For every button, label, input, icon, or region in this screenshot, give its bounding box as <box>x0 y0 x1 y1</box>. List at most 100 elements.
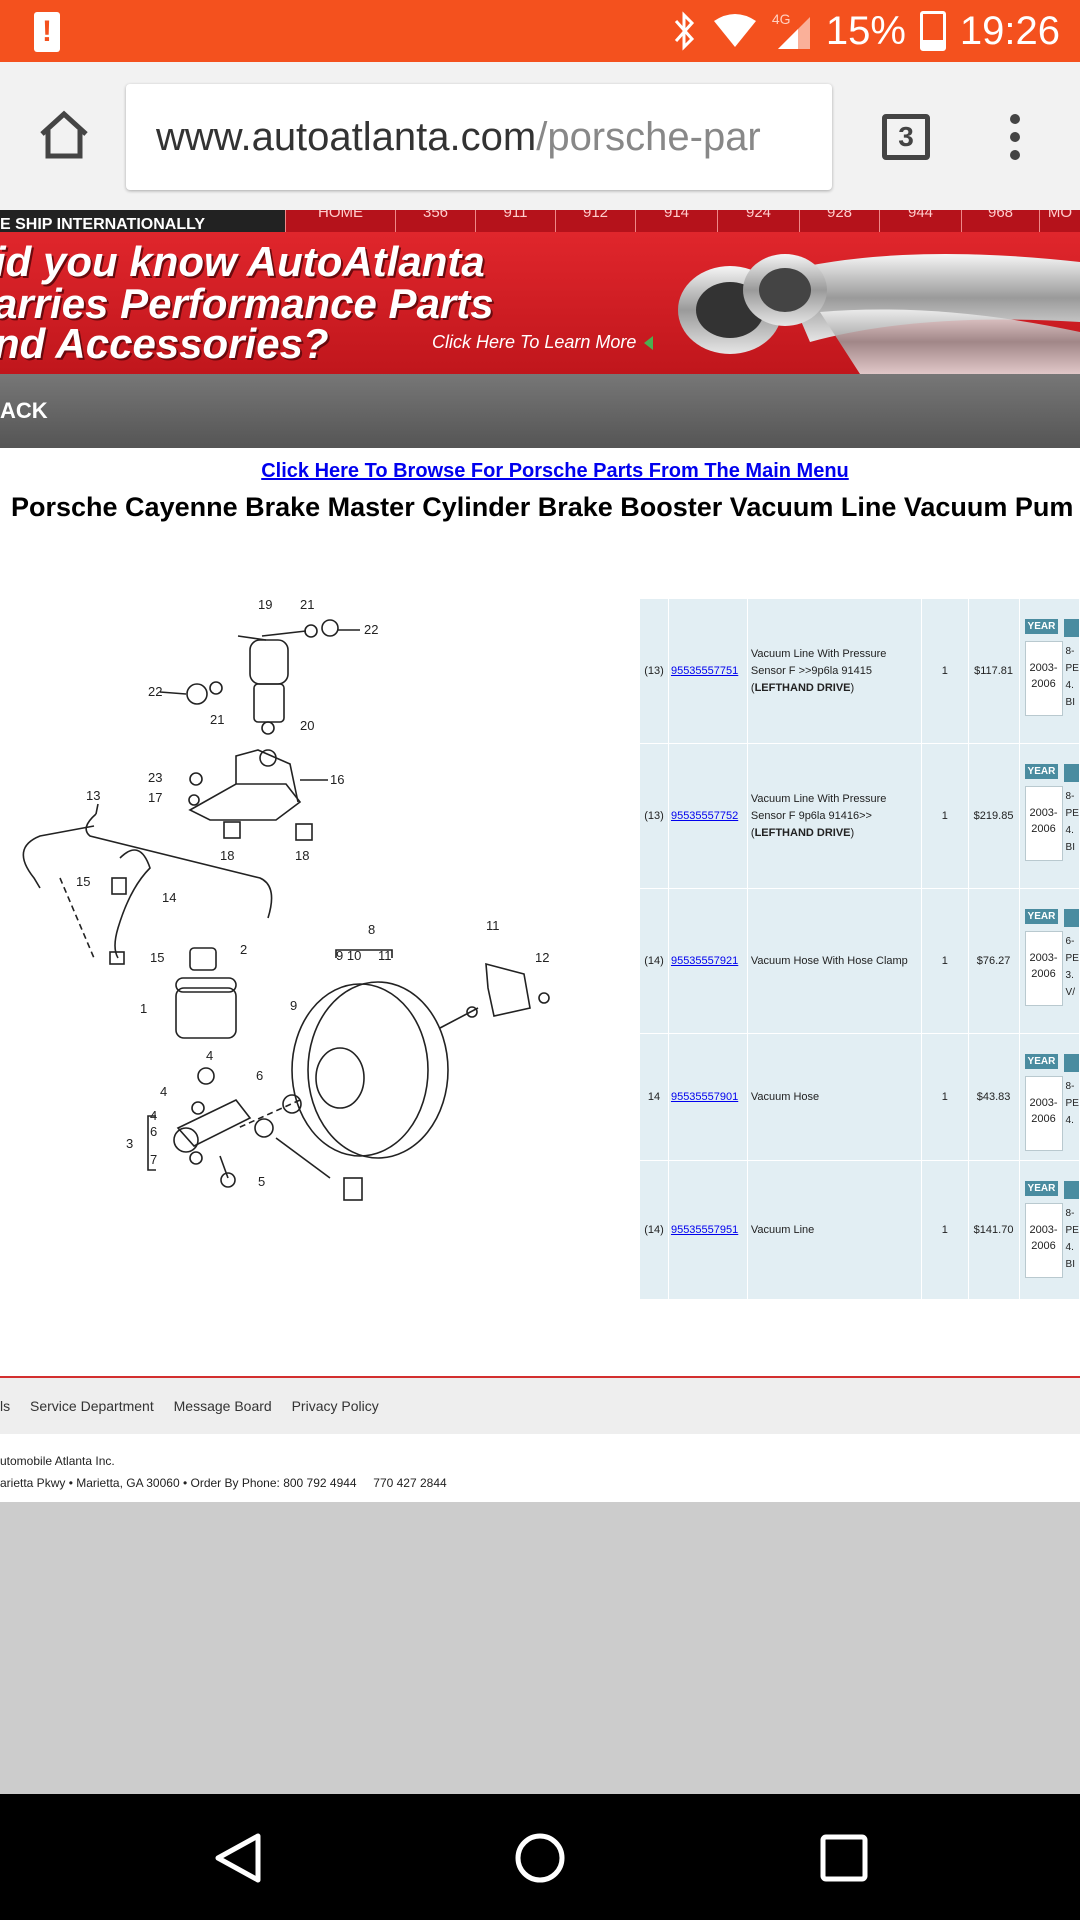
wifi-icon <box>713 14 756 47</box>
part-description: Vacuum Line <box>747 1161 921 1299</box>
model-desc-line: PE <box>1065 808 1079 819</box>
desc-header <box>1063 764 1079 782</box>
svg-text:9 10: 9 10 <box>336 948 361 963</box>
footer-link-privacy[interactable]: Privacy Policy <box>291 1398 379 1414</box>
price: $117.81 <box>968 599 1019 743</box>
part-number-cell: 95535557752 <box>668 744 747 888</box>
part-number-link[interactable]: 95535557752 <box>670 810 739 822</box>
model-desc-line: PE <box>1065 1225 1079 1236</box>
svg-text:17: 17 <box>148 790 162 805</box>
svg-text:18: 18 <box>295 848 309 863</box>
nav-more[interactable]: MO <box>1039 210 1080 232</box>
svg-text:19: 19 <box>258 597 272 612</box>
svg-text:15: 15 <box>150 950 164 965</box>
part-number-cell: 95535557901 <box>668 1034 747 1160</box>
home-circle-icon[interactable] <box>510 1832 570 1884</box>
footer-link-service[interactable]: Service Department <box>30 1398 154 1414</box>
svg-text:4: 4 <box>150 1108 157 1123</box>
status-bar: ! 4G 15% 19:26 <box>0 0 1080 62</box>
banner-learn-more[interactable]: Click Here To Learn More <box>432 332 653 353</box>
nav-928[interactable]: 928 <box>799 210 879 232</box>
svg-text:3: 3 <box>126 1136 133 1151</box>
nav-home[interactable]: HOME <box>285 210 395 232</box>
site-top-nav: E SHIP INTERNATIONALLY HOME 356 911 912 … <box>0 210 1080 232</box>
part-number-link[interactable]: 95535557951 <box>670 1224 739 1236</box>
quantity: 1 <box>921 1161 968 1299</box>
part-number-link[interactable]: 95535557901 <box>670 1091 739 1103</box>
svg-text:20: 20 <box>300 718 314 733</box>
ref-number: (13) <box>640 599 668 743</box>
nav-356[interactable]: 356 <box>395 210 475 232</box>
year-range: 2003-2006 <box>1024 1076 1063 1151</box>
svg-text:4: 4 <box>160 1084 167 1099</box>
nav-914[interactable]: 914 <box>635 210 717 232</box>
banner-line-3: nd Accessories? <box>0 320 329 367</box>
footer-link-0[interactable]: ls <box>0 1398 11 1414</box>
back-icon[interactable] <box>208 1832 268 1884</box>
svg-text:21: 21 <box>300 597 314 612</box>
svg-text:2: 2 <box>240 942 247 957</box>
svg-text:6: 6 <box>150 1124 157 1139</box>
description-text: Vacuum Hose <box>750 1090 820 1103</box>
svg-text:22: 22 <box>364 622 378 637</box>
address-and-phone: arietta Pkwy • Marietta, GA 30060 • Orde… <box>0 1476 357 1490</box>
year-header: YEAR <box>1024 619 1059 634</box>
nav-968[interactable]: 968 <box>961 210 1039 232</box>
url-path: /porsche-par <box>536 115 761 159</box>
exhaust-tips-image <box>678 254 1080 374</box>
footer-nav: ls Service Department Message Board Priv… <box>0 1376 1080 1434</box>
svg-text:16: 16 <box>330 772 344 787</box>
quantity: 1 <box>921 599 968 743</box>
company-address: arietta Pkwy • Marietta, GA 30060 • Orde… <box>0 1472 1080 1494</box>
battery-percent: 15% <box>825 8 906 53</box>
nav-944[interactable]: 944 <box>879 210 961 232</box>
model-desc-line: PE <box>1065 663 1079 674</box>
svg-text:1: 1 <box>140 1001 147 1016</box>
part-number-link[interactable]: 95535557921 <box>670 955 739 967</box>
nav-924[interactable]: 924 <box>717 210 799 232</box>
model-desc-line: 4. <box>1065 1242 1074 1253</box>
year-range: 2003-2006 <box>1024 641 1063 716</box>
nav-912[interactable]: 912 <box>555 210 635 232</box>
price: $76.27 <box>968 889 1019 1033</box>
nav-911[interactable]: 911 <box>475 210 555 232</box>
back-label: ACK <box>0 398 48 423</box>
model-desc-line: 4. <box>1065 680 1074 691</box>
desc-header <box>1063 1181 1079 1199</box>
footer-info: utomobile Atlanta Inc. arietta Pkwy • Ma… <box>0 1434 1080 1502</box>
recents-icon[interactable] <box>814 1832 874 1884</box>
overflow-menu-icon[interactable] <box>1010 114 1020 160</box>
network-type-label: 4G <box>771 11 791 27</box>
svg-text:4: 4 <box>206 1048 213 1063</box>
back-bar[interactable]: ACK <box>0 374 1080 448</box>
home-icon[interactable] <box>38 110 90 160</box>
bluetooth-icon <box>674 11 694 51</box>
model-desc-line: 8- <box>1065 1081 1075 1092</box>
footer-link-message-board[interactable]: Message Board <box>173 1398 272 1414</box>
part-number-link[interactable]: 95535557751 <box>670 665 739 677</box>
model-desc-line: BI <box>1065 1259 1075 1270</box>
description-text: Vacuum Hose With Hose Clamp <box>750 954 908 967</box>
model-desc-line: 4. <box>1065 825 1074 836</box>
ref-number: 14 <box>640 1034 668 1160</box>
description-text: Vacuum Line <box>750 1223 815 1236</box>
tab-switcher-button[interactable]: 3 <box>882 114 930 160</box>
svg-text:13: 13 <box>86 788 100 803</box>
browse-main-menu-link[interactable]: Click Here To Browse For Porsche Parts F… <box>261 460 849 482</box>
performance-parts-banner[interactable]: id you know AutoAtlanta arries Performan… <box>0 232 1080 374</box>
svg-text:23: 23 <box>148 770 162 785</box>
price: $219.85 <box>968 744 1019 888</box>
ref-number: (14) <box>640 1161 668 1299</box>
svg-text:18: 18 <box>220 848 234 863</box>
url-bar[interactable]: www.autoatlanta.com/porsche-par <box>126 84 832 190</box>
part-number-cell: 95535557951 <box>668 1161 747 1299</box>
